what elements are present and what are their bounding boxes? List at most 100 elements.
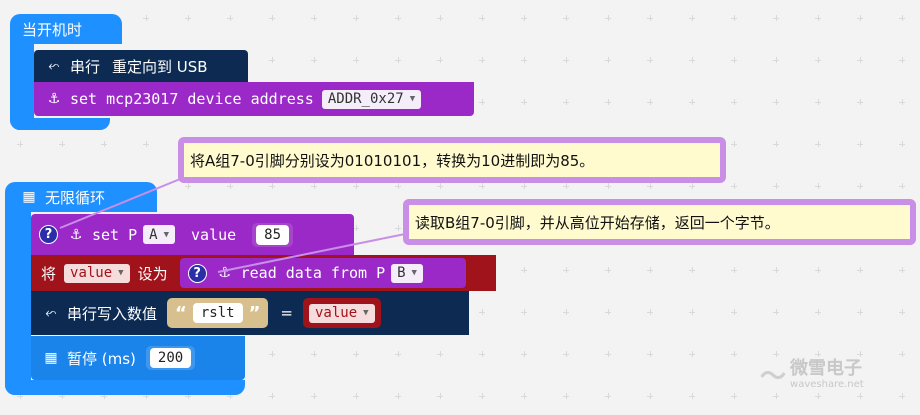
- grid-mark: [818, 15, 819, 21]
- mcp-address-dropdown[interactable]: ADDR_0x27 ▼: [321, 89, 422, 109]
- grid-mark: [440, 183, 441, 189]
- read-port-block[interactable]: ? ⚓ read data from P B ▼: [179, 258, 466, 288]
- grid-mark: [272, 351, 273, 357]
- string-input[interactable]: rslt: [192, 303, 243, 323]
- grid-mark: [440, 393, 441, 399]
- grid-mark: [440, 15, 441, 21]
- serial-write-label: 串行写入数值: [67, 304, 158, 323]
- on-start-body: [10, 44, 34, 130]
- forever-block[interactable]: ▦ 无限循环: [5, 182, 157, 212]
- grid-mark: [62, 141, 63, 147]
- grid-mark: [776, 351, 777, 357]
- set-variable-block[interactable]: 将 value ▼ 设为 ? ⚓ read data from P B ▼: [31, 255, 496, 291]
- grid-mark: [608, 57, 609, 63]
- variable-reporter-dropdown[interactable]: value ▼: [309, 303, 375, 323]
- set-port-number-input[interactable]: 85: [256, 224, 290, 245]
- mcp-address-block[interactable]: ⚓ set mcp23017 device address ADDR_0x27 …: [34, 82, 474, 116]
- grid-mark: [776, 309, 777, 315]
- grid-mark: [608, 393, 609, 399]
- grid-mark: [608, 351, 609, 357]
- close-quote-icon: ”: [248, 302, 261, 324]
- grid-mark: [650, 393, 651, 399]
- grid-mark: [566, 267, 567, 273]
- grid-mark: [356, 393, 357, 399]
- pause-block[interactable]: ▦ 暂停 (ms) 200: [31, 336, 245, 380]
- grid-mark: [860, 99, 861, 105]
- grid-mark: [524, 183, 525, 189]
- open-quote-icon: “: [175, 302, 187, 324]
- set-variable-suffix: 设为: [137, 264, 168, 283]
- serial-label: 串行: [70, 57, 101, 76]
- grid-mark: [272, 57, 273, 63]
- grid-mark: [524, 57, 525, 63]
- grid-mark: [818, 99, 819, 105]
- grid-mark: [902, 15, 903, 21]
- grid-mark: [608, 309, 609, 315]
- comment2-bubble[interactable]: 读取B组7-0引脚，并从高位开始存储，返回一个字节。: [403, 199, 916, 245]
- set-port-label: set P: [92, 225, 138, 244]
- dropdown-arrow-icon: ▼: [411, 268, 417, 278]
- read-port-dropdown[interactable]: B ▼: [391, 263, 423, 283]
- grid-mark: [146, 141, 147, 147]
- grid-mark: [692, 267, 693, 273]
- dropdown-arrow-icon: ▼: [363, 308, 369, 318]
- grid-mark: [692, 309, 693, 315]
- variable-dropdown[interactable]: value ▼: [64, 263, 130, 283]
- grid-mark: [272, 15, 273, 21]
- grid-mark: [902, 309, 903, 315]
- dropdown-arrow-icon: ▼: [118, 268, 124, 278]
- grid-mark: [776, 15, 777, 21]
- grid-mark: [566, 183, 567, 189]
- set-variable-prefix: 将: [41, 264, 57, 283]
- dropdown-arrow-icon: ▼: [163, 229, 170, 240]
- grid-mark: [818, 267, 819, 273]
- grid-mark: [860, 351, 861, 357]
- on-start-foot: [10, 118, 110, 130]
- grid-mark: [482, 183, 483, 189]
- grid-mark: [104, 141, 105, 147]
- grid-mark: [734, 57, 735, 63]
- serial-redirect-block[interactable]: ⬿ 串行 重定向到 USB: [34, 50, 248, 82]
- grid-mark: [524, 393, 525, 399]
- set-port-block[interactable]: ? ⚓ set P A ▼ value 85: [31, 214, 354, 255]
- grid-mark: [818, 309, 819, 315]
- grid-mark: [314, 393, 315, 399]
- grid-mark: [650, 351, 651, 357]
- grid-mark: [188, 183, 189, 189]
- pause-number-input[interactable]: 200: [149, 348, 192, 368]
- grid-mark: [902, 351, 903, 357]
- grid-mark: [902, 141, 903, 147]
- anchor-icon: ⚓: [47, 91, 61, 107]
- grid-mark: [734, 15, 735, 21]
- set-port-value-label: value: [191, 225, 237, 244]
- grid-mark: [776, 57, 777, 63]
- help-icon[interactable]: ?: [39, 225, 58, 244]
- help-icon[interactable]: ?: [187, 263, 207, 283]
- serial-write-block[interactable]: ⬿ 串行写入数值 “ rslt ” = value ▼: [31, 291, 469, 335]
- grid-mark: [356, 15, 357, 21]
- mcp-address-value: ADDR_0x27: [327, 91, 404, 107]
- redirect-label: 重定向到 USB: [112, 57, 208, 76]
- grid-mark: [356, 225, 357, 231]
- grid-mark: [356, 351, 357, 357]
- grid-mark: [356, 57, 357, 63]
- forever-label: 无限循环: [45, 188, 106, 207]
- dropdown-arrow-icon: ▼: [409, 94, 416, 104]
- anchor-icon: ⚓: [69, 226, 83, 243]
- variable-reporter[interactable]: value ▼: [303, 298, 381, 328]
- set-port-dropdown[interactable]: A ▼: [143, 225, 176, 244]
- grid-mark: [818, 351, 819, 357]
- string-block[interactable]: “ rslt ”: [167, 298, 269, 328]
- grid-mark: [566, 351, 567, 357]
- watermark: 〜 微雪电子 waveshare.net: [760, 356, 864, 393]
- grid-mark: [818, 141, 819, 147]
- read-port-label: read data from P: [240, 264, 386, 282]
- mcp-address-label: set mcp23017 device address: [70, 90, 314, 108]
- grid-icon: ▦: [44, 350, 58, 366]
- grid-mark: [20, 141, 21, 147]
- on-start-block[interactable]: 当开机时: [10, 14, 122, 44]
- comment1-bubble[interactable]: 将A组7-0引脚分别设为01010101，转换为10进制即为85。: [178, 137, 726, 183]
- grid-mark: [776, 393, 777, 399]
- grid-mark: [650, 99, 651, 105]
- grid-mark: [860, 57, 861, 63]
